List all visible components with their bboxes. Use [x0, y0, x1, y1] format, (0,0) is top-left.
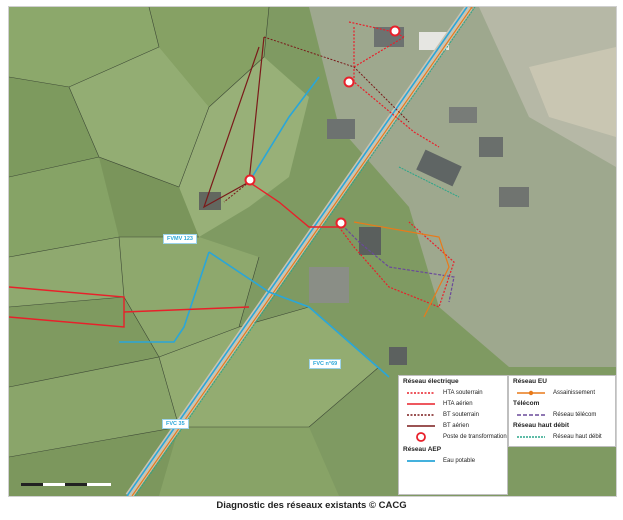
scale-bar: [21, 483, 111, 486]
parcel: [159, 307, 379, 427]
bt-underground: [223, 36, 410, 203]
legend-item-label: Poste de transformation: [443, 433, 507, 440]
hd-network: [398, 166, 460, 198]
parcel: [159, 427, 339, 496]
legend-item: BT aérien: [399, 420, 507, 431]
legend-item: Poste de transformation: [399, 431, 507, 442]
aerial-map: [9, 7, 616, 496]
telecom-network: [338, 221, 455, 303]
legend-item: BT souterrain: [399, 409, 507, 420]
parcel: [9, 357, 179, 457]
legend-item: Réseau haut débit: [509, 431, 615, 442]
building: [327, 119, 355, 139]
legend-item-label: BT aérien: [443, 422, 469, 429]
map-caption: Diagnostic des réseaux existants © CACG: [216, 500, 407, 511]
parcel: [9, 77, 99, 177]
parcel: [99, 157, 199, 237]
aep-network: [119, 76, 390, 378]
building: [479, 137, 503, 157]
legend-item-label: Assainissement: [553, 389, 596, 396]
building: [449, 107, 477, 123]
hta-underground-swatch-icon: [407, 392, 435, 394]
road-label-fvc-69: FVC n°69: [309, 359, 342, 369]
transformer-post-swatch-icon: [416, 432, 426, 442]
aep-main-line: [126, 7, 468, 496]
bt-underground-swatch-icon: [407, 414, 435, 416]
legend-item-label: Réseau haut débit: [553, 433, 602, 440]
legend-eu-title: Réseau EU: [513, 378, 547, 385]
legend-aep-title: Réseau AEP: [403, 446, 442, 453]
legend-electric-title: Réseau électrique: [403, 378, 459, 385]
road-label-fvmv-123: FVMV 123: [163, 234, 197, 244]
bt-aerial: [202, 36, 265, 209]
legend-eu: Réseau EU Assainissement Télécom Réseau …: [508, 375, 616, 447]
legend-item: HTA souterrain: [399, 387, 507, 398]
building: [416, 149, 462, 187]
building: [199, 192, 221, 210]
legend-hd-title: Réseau haut débit: [513, 422, 569, 429]
transformer-post-icon: [335, 217, 347, 229]
legend-electric: Réseau électrique HTA souterrain HTA aér…: [398, 375, 508, 495]
transformer-post-icon: [343, 76, 355, 88]
hta-aerial-swatch-icon: [407, 403, 435, 405]
legend-item: Eau potable: [399, 455, 507, 466]
building: [389, 347, 407, 365]
building: [359, 227, 381, 255]
eu-network: [353, 221, 450, 318]
telecom-swatch-icon: [517, 414, 545, 416]
legend-item-label: Eau potable: [443, 457, 476, 464]
aep-swatch-icon: [407, 460, 435, 462]
legend-item-label: HTA aérien: [443, 400, 473, 407]
eu-main-line: [131, 7, 473, 496]
legend-item-label: BT souterrain: [443, 411, 479, 418]
transformer-post-icon: [244, 174, 256, 186]
legend-item-label: Réseau télécom: [553, 411, 597, 418]
road-label-fvc-35: FVC 35: [162, 419, 189, 429]
eu-swatch-icon: [517, 390, 545, 396]
legend-telecom-title: Télécom: [513, 400, 540, 407]
hta-aerial: [9, 181, 339, 328]
bt-aerial-swatch-icon: [407, 425, 435, 427]
parcel: [9, 157, 119, 257]
hd-main-line: [134, 7, 476, 496]
sand-area: [529, 47, 616, 137]
transformer-posts: [244, 25, 401, 229]
parcel: [119, 237, 259, 357]
building: [499, 187, 529, 207]
parcel: [9, 7, 159, 87]
legend-item: Assainissement: [509, 387, 615, 398]
parcel: [69, 47, 209, 187]
transformer-post-icon: [389, 25, 401, 37]
legend-item: HTA aérien: [399, 398, 507, 409]
main-road: [125, 7, 473, 496]
legend-item-label: HTA souterrain: [443, 389, 483, 396]
map-view[interactable]: FVMV 123 FVC n°69 FVC 35 Réseau électriq…: [8, 6, 617, 497]
hd-swatch-icon: [517, 436, 545, 438]
legend-item: Réseau télécom: [509, 409, 615, 420]
parcel: [149, 7, 269, 107]
building: [309, 267, 349, 303]
